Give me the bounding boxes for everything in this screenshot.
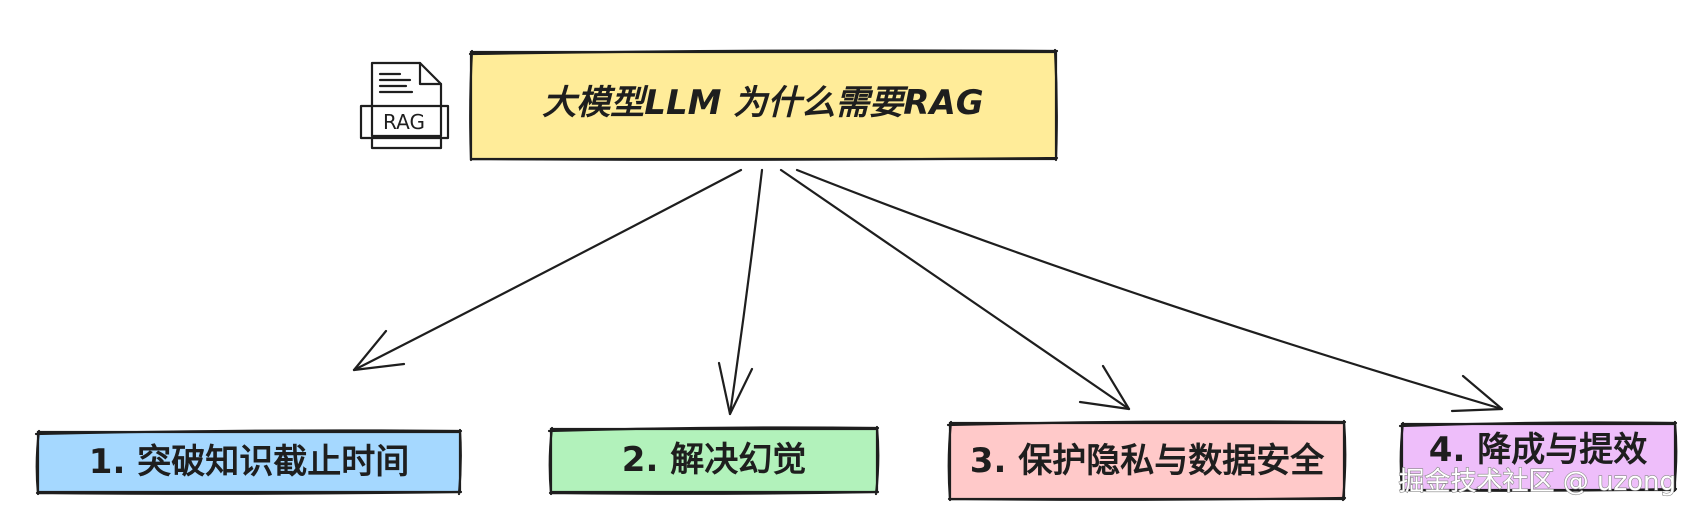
child-node-1-box [36,430,462,494]
edges [352,168,1504,416]
root-node-label: 大模型LLM 为什么需要RAG [542,83,983,123]
child-node-3[interactable]: 3. 保护隐私与数据安全 [946,419,1347,502]
edge-root-to-child-2 [717,168,764,416]
child-node-1[interactable]: 1. 突破知识截止时间 [34,428,463,496]
document-icon-label: RAG [383,110,425,134]
child-node-2-box [549,427,879,494]
root-node[interactable]: 大模型LLM 为什么需要RAG [468,48,1059,162]
child-node-4-box [1400,422,1677,492]
child-node-1-label: 1. 突破知识截止时间 [89,442,409,482]
document-icon: RAG [359,61,450,150]
child-node-4-label: 4. 降成与提效 [1429,430,1647,470]
edge-root-to-child-4 [795,168,1504,413]
edge-root-to-child-3 [779,168,1131,411]
child-node-2-label: 2. 解决幻觉 [622,440,806,480]
root-node-box [469,50,1058,161]
child-node-2[interactable]: 2. 解决幻觉 [547,425,880,496]
watermark-text: 掘金技术社区 @ uzong [1398,467,1676,497]
edge-root-to-child-1 [352,168,743,372]
child-node-4[interactable]: 4. 降成与提效 [1398,420,1678,493]
child-node-3-label: 3. 保护隐私与数据安全 [970,441,1325,481]
child-node-3-box [948,421,1346,501]
